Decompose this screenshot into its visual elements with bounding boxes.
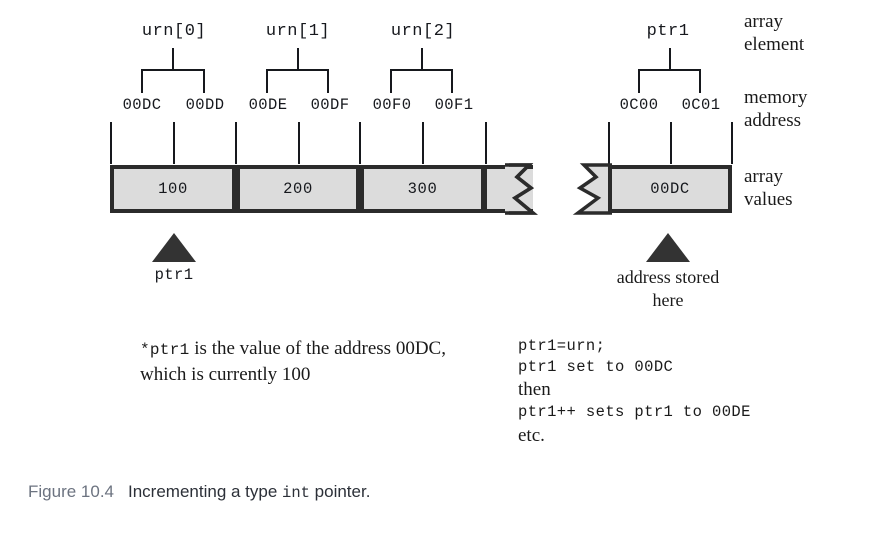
bracket-urn-1 — [266, 48, 329, 94]
memory-address-00DD: 00DD — [185, 96, 225, 114]
bracket-ptr1 — [638, 48, 701, 94]
figure-number: Figure 10.4 — [28, 482, 114, 501]
code-explanation-block: ptr1=urn; ptr1 set to 00DC then ptr1++ s… — [518, 336, 818, 448]
pointer-element-label: ptr1 — [646, 22, 690, 41]
memory-address-00DE: 00DE — [248, 96, 288, 114]
code-line-4: etc. — [518, 425, 545, 447]
figure-title-after: pointer. — [309, 482, 371, 501]
memory-cell-value: 100 — [158, 180, 188, 198]
marker-label-address-stored-here: address stored here — [616, 267, 720, 311]
bracket-crossbar — [266, 69, 329, 71]
memory-address-00F1: 00F1 — [434, 96, 474, 114]
explanation-code-fragment: *ptr1 — [140, 341, 190, 359]
bracket-leg-left — [266, 69, 268, 93]
bracket-leg-left — [390, 69, 392, 93]
code-line-3: ptr1++ sets ptr1 to 00DE — [518, 403, 751, 422]
memory-cell-urn-1: 200 — [236, 165, 360, 213]
figure-caption: Figure 10.4 Incrementing a type int point… — [28, 482, 370, 502]
bracket-crossbar — [390, 69, 453, 71]
address-tick-1 — [173, 122, 175, 164]
address-tick-3 — [298, 122, 300, 164]
bracket-leg-left — [638, 69, 640, 93]
memory-cell-value: 00DC — [650, 180, 690, 198]
memory-cell-urn-2: 300 — [360, 165, 485, 213]
code-line-0: ptr1=urn; — [518, 337, 606, 355]
memory-address-00DC: 00DC — [122, 96, 162, 114]
array-element-label-2: urn[2] — [390, 22, 456, 41]
code-line-2: then — [518, 379, 551, 401]
memory-address-00DF: 00DF — [310, 96, 350, 114]
bracket-leg-right — [203, 69, 205, 93]
bracket-leg-right — [699, 69, 701, 93]
bracket-stem — [296, 48, 299, 70]
array-element-label-0: urn[0] — [141, 22, 207, 41]
break-symbol-left — [505, 163, 538, 215]
bracket-leg-right — [451, 69, 453, 93]
legend-array-values: array values — [744, 166, 793, 211]
legend-array-element: array element — [744, 11, 805, 56]
bracket-crossbar — [638, 69, 701, 71]
address-tick-9 — [731, 122, 733, 164]
bracket-leg-right — [327, 69, 329, 93]
memory-address-0C01: 0C01 — [681, 96, 721, 114]
memory-cell-ptr1: 00DC — [608, 165, 732, 213]
memory-cell-urn-0: 100 — [110, 165, 236, 213]
address-tick-6 — [485, 122, 487, 164]
figure-title-before: Incrementing a type — [128, 482, 283, 501]
figure-title-code: int — [282, 484, 310, 502]
explanation-text-block: *ptr1 is the value of the address 00DC, … — [140, 336, 470, 387]
address-tick-0 — [110, 122, 112, 164]
bracket-urn-2 — [390, 48, 453, 94]
address-tick-2 — [235, 122, 237, 164]
bracket-stem — [420, 48, 423, 70]
address-tick-5 — [422, 122, 424, 164]
break-symbol-right — [572, 163, 612, 215]
memory-address-00F0: 00F0 — [372, 96, 412, 114]
bracket-stem — [668, 48, 671, 70]
bracket-stem — [172, 48, 174, 70]
legend-memory-address: memory address — [744, 87, 808, 132]
explanation-prose: is the value of the address 00DC, which … — [140, 338, 446, 385]
bracket-crossbar — [141, 69, 205, 71]
address-tick-8 — [670, 122, 672, 164]
array-element-label-1: urn[1] — [265, 22, 331, 41]
pointer-marker-triangle-left — [152, 233, 196, 262]
memory-address-0C00: 0C00 — [619, 96, 659, 114]
pointer-marker-triangle-right — [646, 233, 690, 262]
marker-label-ptr1: ptr1 — [154, 266, 194, 284]
bracket-leg-left — [141, 69, 143, 93]
address-tick-4 — [359, 122, 361, 164]
code-line-1: ptr1 set to 00DC — [518, 357, 674, 376]
memory-cell-value: 200 — [283, 180, 313, 198]
memory-cell-value: 300 — [407, 180, 438, 198]
bracket-urn-0 — [141, 48, 205, 94]
address-tick-7 — [608, 122, 610, 164]
